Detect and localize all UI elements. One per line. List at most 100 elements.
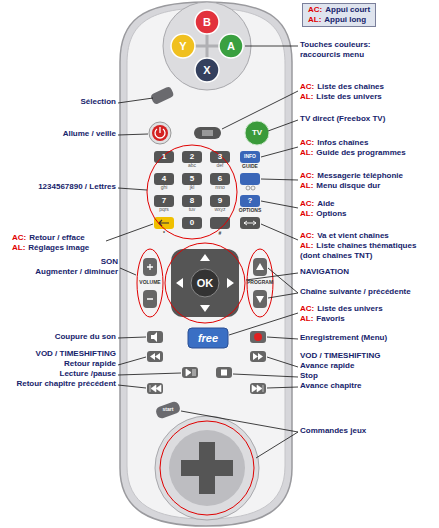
button-text: A bbox=[227, 40, 235, 52]
annotation-text: AC: bbox=[12, 234, 26, 243]
button-text: def bbox=[217, 163, 224, 169]
button-text: INFO bbox=[244, 154, 256, 160]
keypad-shape bbox=[147, 145, 237, 239]
annotation-text: Avance rapide bbox=[300, 362, 354, 371]
button-text: start bbox=[163, 407, 174, 413]
annotation-text: VOD / TIMESHIFTING bbox=[300, 352, 380, 361]
keypad-shape bbox=[210, 195, 230, 207]
keypad-shape bbox=[182, 151, 202, 163]
keypad-shape bbox=[240, 151, 260, 163]
media-buttons-shape bbox=[253, 353, 263, 360]
button-text: TV bbox=[252, 129, 262, 138]
leader-lines-shape bbox=[261, 224, 298, 240]
top-buttons-shape bbox=[202, 131, 213, 135]
color-pad-shape bbox=[195, 58, 219, 82]
keypad-shape bbox=[154, 195, 174, 207]
leader-lines-shape bbox=[106, 224, 153, 241]
keypad-shape bbox=[182, 173, 202, 185]
keypad-shape bbox=[240, 217, 260, 229]
button-text: 6 bbox=[218, 175, 222, 184]
annotation-text: Augmenter / diminuer bbox=[35, 268, 118, 277]
leader-lines-shape bbox=[118, 188, 147, 190]
annotation-text: Touches couleurs: bbox=[300, 41, 371, 50]
leader-lines-shape bbox=[222, 91, 298, 129]
navigation-pad-shape bbox=[171, 249, 239, 317]
media-buttons-shape bbox=[254, 333, 262, 341]
button-text: wxyz bbox=[214, 207, 225, 213]
top-buttons-shape bbox=[194, 127, 221, 139]
keypad-shape bbox=[154, 173, 174, 185]
annotation-text: Sélection bbox=[80, 98, 116, 107]
button-text: 4 bbox=[162, 175, 166, 184]
button-text: jkl bbox=[190, 185, 195, 191]
keypad-shape bbox=[182, 195, 202, 207]
color-pad bbox=[163, 2, 251, 90]
navigation-pad-shape bbox=[165, 243, 245, 323]
media-buttons-shape bbox=[186, 369, 195, 376]
annotation-text: Retour chapitre précédent bbox=[16, 380, 116, 389]
leader-lines-shape bbox=[120, 268, 136, 275]
annotation-text: Infos chaînes bbox=[317, 139, 368, 148]
leader-lines-shape bbox=[261, 147, 298, 157]
game-controls-shape bbox=[169, 430, 245, 506]
button-text: ghi bbox=[161, 185, 168, 191]
media-buttons-shape bbox=[252, 385, 263, 392]
annotation-text: AC: bbox=[300, 232, 314, 241]
button-text: 1 bbox=[162, 153, 166, 162]
navigation-pad-shape bbox=[247, 249, 273, 317]
color-pad-shape bbox=[175, 14, 239, 78]
top-buttons-shape bbox=[155, 127, 165, 138]
button-text: mno bbox=[215, 185, 225, 191]
select-tab bbox=[150, 86, 175, 105]
annotation-text: AL: bbox=[300, 149, 313, 158]
button-text: 7 bbox=[162, 197, 166, 206]
leader-lines-shape bbox=[118, 134, 148, 135]
legend-text: Appui court bbox=[325, 5, 370, 14]
keypad-shape bbox=[240, 173, 260, 185]
navigation-pad-shape bbox=[191, 269, 219, 297]
annotation-text: Lecture /pause bbox=[60, 370, 116, 379]
media-buttons-shape bbox=[250, 331, 266, 343]
media-buttons-shape bbox=[182, 367, 198, 378]
button-text: X bbox=[203, 64, 210, 76]
keypad-shape bbox=[182, 217, 202, 229]
annotation-text: VOD / TIMESHIFTING bbox=[36, 350, 116, 359]
annotation-text: Guide des programmes bbox=[316, 149, 405, 158]
select-tab-shape bbox=[150, 86, 175, 105]
button-text: 3 bbox=[218, 153, 222, 162]
media-buttons-shape bbox=[188, 328, 228, 348]
leader-lines-shape bbox=[181, 411, 298, 458]
remote-body bbox=[120, 2, 292, 526]
annotation-text: AC: bbox=[300, 83, 314, 92]
annotation-text: 1234567890 / Lettres bbox=[38, 183, 116, 192]
media-buttons-shape bbox=[250, 351, 266, 362]
button-text: 0 bbox=[190, 219, 194, 228]
game-controls-shape bbox=[155, 400, 182, 419]
annotation-text: Commandes jeux bbox=[300, 427, 366, 436]
navigation-pad bbox=[137, 243, 273, 323]
annotation-text: AC: bbox=[300, 200, 314, 209]
button-text: Y bbox=[179, 40, 186, 52]
annotation-text: AL: bbox=[300, 210, 313, 219]
annotation-text: Liste des univers bbox=[317, 305, 382, 314]
game-controls-shape bbox=[155, 416, 259, 520]
annotation-text: Enregistrement (Menu) bbox=[300, 334, 387, 343]
button-text: 5 bbox=[190, 175, 194, 184]
media-buttons-shape bbox=[147, 383, 163, 394]
button-text: ? bbox=[248, 197, 253, 206]
annotation-text: NAVIGATION bbox=[300, 268, 349, 277]
legend-key: AC: bbox=[308, 5, 322, 14]
media-buttons-shape bbox=[151, 332, 157, 342]
annotation-text: AL: bbox=[300, 93, 313, 102]
button-text: 8 bbox=[190, 197, 194, 206]
annotation-text: Liste des chaînes bbox=[317, 83, 384, 92]
annotation-text: Aide bbox=[317, 200, 334, 209]
leader-lines-shape bbox=[267, 357, 298, 367]
leader-lines bbox=[106, 46, 298, 458]
button-text: GUIDE bbox=[242, 164, 258, 170]
leader-lines-shape bbox=[229, 313, 298, 335]
top-buttons-shape bbox=[245, 121, 269, 145]
keypad bbox=[147, 145, 260, 239]
annotation-text: AL: bbox=[300, 315, 313, 324]
game-controls bbox=[155, 400, 259, 520]
